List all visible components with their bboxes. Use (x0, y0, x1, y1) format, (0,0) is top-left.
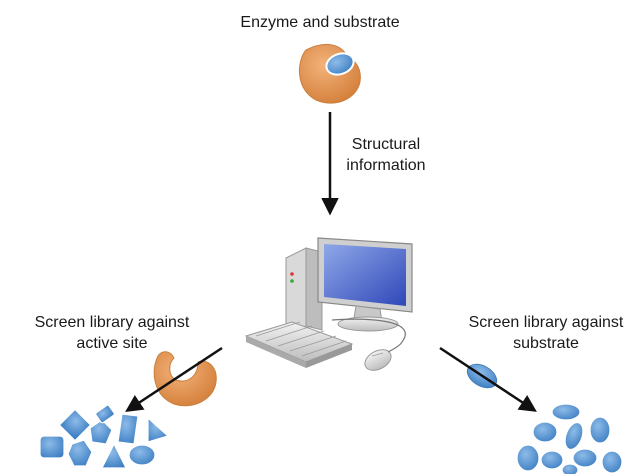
library-compound (540, 450, 564, 470)
right-label-line-1: Screen library against (468, 314, 624, 331)
right-label-line-2: substrate (513, 335, 579, 352)
library-compound (551, 403, 581, 421)
computer-monitor (317, 237, 413, 332)
computer-keyboard (244, 321, 354, 368)
diverse-compound-library (39, 404, 170, 469)
library-compound (561, 463, 579, 474)
library-compound (67, 439, 93, 467)
left-arrow (125, 346, 223, 412)
left-label-line-1: Screen library against (34, 314, 190, 331)
left-label-line-2: active site (76, 335, 148, 352)
library-compound (564, 421, 584, 451)
top-label: Enzyme and substrate (240, 14, 400, 31)
structural-information-label: Structural information (326, 134, 446, 176)
arrow-label-line-2: information (346, 157, 426, 174)
library-compound (532, 421, 558, 443)
right-branch-label: Screen library against substrate (446, 312, 640, 354)
enzyme-substrate-icon (298, 43, 361, 104)
library-compound (95, 404, 115, 424)
computer-mouse (331, 318, 406, 371)
library-compound (117, 413, 139, 445)
library-compound (572, 448, 598, 468)
left-enzyme-icon (153, 351, 217, 407)
library-compound (58, 408, 92, 442)
computer-tower (285, 247, 323, 335)
library-compound (601, 450, 623, 474)
library-compound (516, 444, 540, 472)
left-branch-label: Screen library against active site (0, 312, 224, 354)
arrow-label-line-1: Structural (351, 136, 421, 153)
library-compound (589, 416, 611, 444)
substrate-like-library (516, 403, 623, 474)
library-compound (101, 442, 127, 469)
substrate-shape (325, 52, 355, 76)
library-compound (147, 416, 170, 443)
library-compound (39, 435, 65, 459)
computer-icon (244, 237, 413, 371)
library-compound (128, 444, 156, 466)
library-compound (89, 419, 113, 445)
right-arrow (439, 346, 537, 412)
